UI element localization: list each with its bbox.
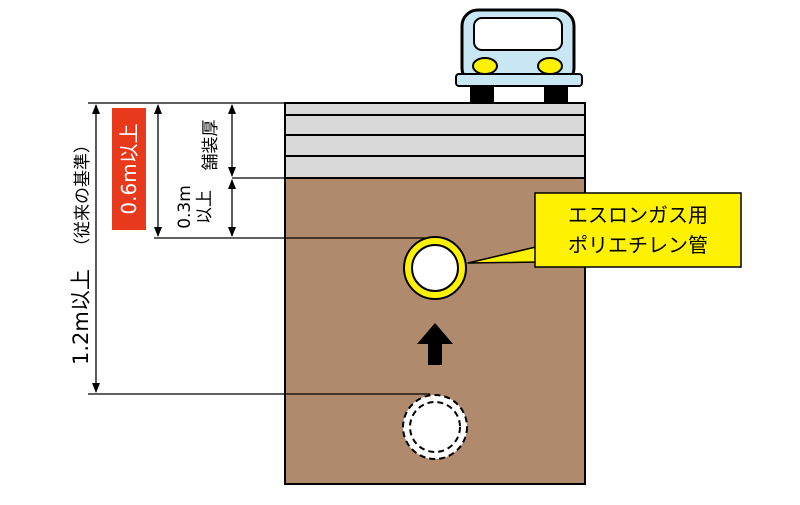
callout-line-1: エスロンガス用 [568,203,708,227]
new-standard-badge: 0.6m以上 [112,108,146,230]
total-depth-label: 1.2m以上 [69,269,93,365]
below-pavement-suffix: 以上 [195,190,215,224]
pavement-layer-4 [284,155,586,179]
pavement-layer-3 [284,134,586,157]
dimension-pavement [228,104,236,177]
dimension-total-depth [92,104,100,393]
dimension-below-pavement [228,179,236,237]
pipe-new-position [403,236,467,300]
new-standard-label: 0.6m以上 [117,123,141,214]
pavement-layer-1 [284,102,586,116]
below-pavement-value: 0.3m [175,185,195,229]
pipe-old-position [402,394,468,460]
dimension-new-standard [154,104,162,237]
pavement-layers [284,102,586,179]
extension-lines [88,102,430,395]
pavement-layer-2 [284,114,586,136]
pipe-callout: エスロンガス用 ポリエチレン管 [467,192,742,268]
total-depth-note: （従来の基準） [73,136,93,255]
truck-icon [455,8,583,102]
pavement-thickness-label: 舗装厚 [201,120,221,171]
callout-line-2: ポリエチレン管 [568,233,708,257]
up-arrow-icon [417,323,453,365]
